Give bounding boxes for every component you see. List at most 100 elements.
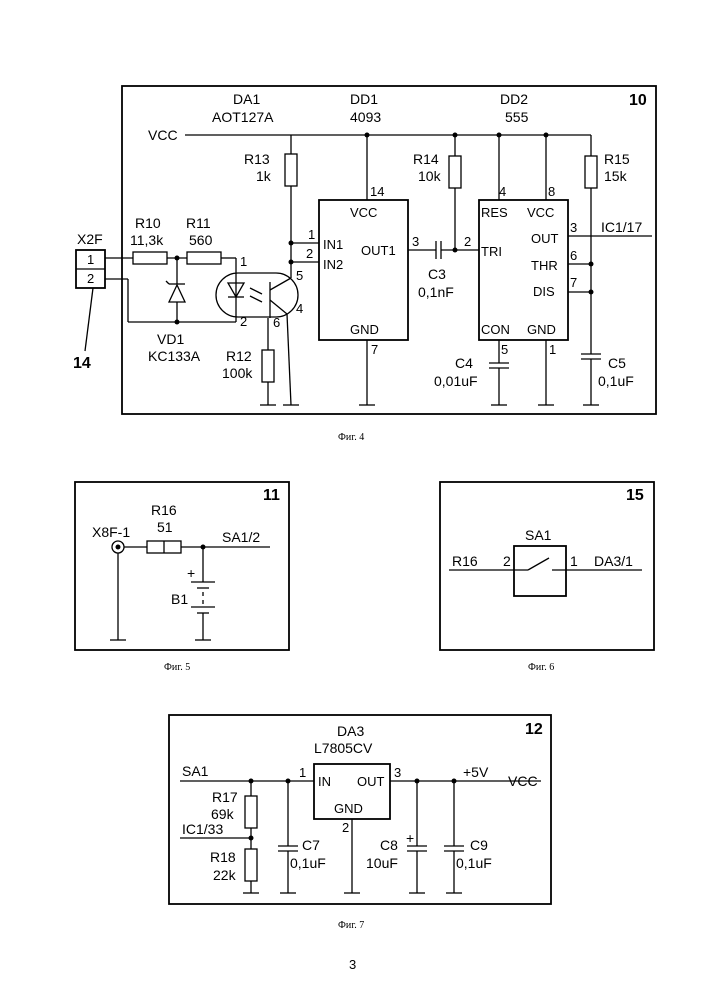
x2f-label: X2F [77,231,103,247]
c3-label: C3 [428,266,446,282]
dd1-part: 4093 [350,109,381,125]
x8f-label: X8F-1 [92,524,130,540]
dd2-thr: THR [531,258,558,273]
dd2-pin2: 2 [464,234,471,249]
output-label: IC1/17 [601,219,642,235]
c9-label: C9 [470,837,488,853]
c8-value: 10uF [366,855,398,871]
dd1-pin7: 7 [371,342,378,357]
da3-in: IN [318,774,331,789]
dd2-dis: DIS [533,284,555,299]
r11-value: 560 [189,232,213,248]
vd1-label: VD1 [157,331,184,347]
fig7-panel-number: 12 [525,721,543,738]
da1-pin4: 4 [296,301,303,316]
dd2-pin8: 8 [548,184,555,199]
fig4-caption: Фиг. 4 [338,432,364,443]
r12-resistor [262,350,274,382]
dd1-gnd: GND [350,322,379,337]
dd1-pin14: 14 [370,184,384,199]
r17-label: R17 [212,789,238,805]
dd1-out1: OUT1 [361,243,396,258]
da1-part: AOT127A [212,109,274,125]
sa-label: SA1/2 [222,529,260,545]
dd2-res: RES [481,205,508,220]
r12-value: 100k [222,365,253,381]
fig5-caption: Фиг. 5 [164,662,190,673]
r16-value: 51 [157,519,173,535]
dd2-pin1: 1 [549,342,556,357]
da3-pin1: 1 [299,765,306,780]
c4-value: 0,01uF [434,373,478,389]
fig7-caption: Фиг. 7 [338,920,364,931]
da1-body [216,273,298,317]
plus5v-label: +5V [463,764,489,780]
r18-resistor [245,849,257,881]
b1-plus: + [187,565,195,581]
dd1-pin3: 3 [412,234,419,249]
c5-value: 0,1uF [598,373,634,389]
fig7-sa1-label: SA1 [182,763,209,779]
figure-4: 10 DA1 AOT127A DD1 4093 DD2 555 VCC R13 … [73,86,656,443]
fig6-panel-number: 15 [626,487,644,504]
r10-resistor [133,252,167,264]
c7-label: C7 [302,837,320,853]
dd1-in1: IN1 [323,237,343,252]
c4-label: C4 [455,355,473,371]
da1-pin1: 1 [240,254,247,269]
dd1-name: DD1 [350,91,378,107]
fig5-panel-number: 11 [263,487,280,504]
r16-label: R16 [151,502,177,518]
b1-label: B1 [171,591,188,607]
r13-label: R13 [244,151,270,167]
figure-5: 11 X8F-1 R16 51 SA1/2 + B1 Фиг. 5 [75,482,289,673]
dd2-vcc: VCC [527,205,554,220]
dd2-part: 555 [505,109,529,125]
r14-value: 10k [418,168,442,184]
r14-label: R14 [413,151,439,167]
da3-part: L7805CV [314,740,373,756]
fig7-vcc-label: VCC [508,773,538,789]
sa1-name: SA1 [525,527,552,543]
dd1-pin2: 2 [306,246,313,261]
dd1-in2: IN2 [323,257,343,272]
fig6-pin2: 2 [503,553,511,569]
vd1-part: KC133A [148,348,201,364]
r14-resistor [449,156,461,188]
da1-pin2: 2 [240,314,247,329]
c9-value: 0,1uF [456,855,492,871]
dd2-pin5: 5 [501,342,508,357]
r18-label: R18 [210,849,236,865]
da1-pin6: 6 [273,315,280,330]
r10-value: 11,3k [130,232,164,248]
fig6-caption: Фиг. 6 [528,662,554,673]
da1-pin5: 5 [296,268,303,283]
fig6-left-label: R16 [452,553,478,569]
dd2-pin3: 3 [570,220,577,235]
da3-name: DA3 [337,723,364,739]
dd2-con: CON [481,322,510,337]
da3-pin2: 2 [342,820,349,835]
c7-value: 0,1uF [290,855,326,871]
r15-label: R15 [604,151,630,167]
da3-gnd: GND [334,801,363,816]
x2f-pin2: 2 [87,271,94,286]
figure-6: 15 SA1 R16 2 1 DA3/1 Фиг. 6 [440,482,654,673]
r17-value: 69k [211,806,235,822]
r15-resistor [585,156,597,188]
r11-label: R11 [186,215,211,231]
c8-plus: + [406,830,414,846]
dd2-pin6: 6 [570,248,577,263]
r10-label: R10 [135,215,161,231]
r12-label: R12 [226,348,252,364]
r13-resistor [285,154,297,186]
fig6-pin1: 1 [570,553,578,569]
dd1-pin1: 1 [308,227,315,242]
dd2-pin4: 4 [499,184,506,199]
da1-name: DA1 [233,91,260,107]
dd2-out: OUT [531,231,559,246]
da1-optocoupler: 1 2 5 4 6 [216,254,303,405]
dd2-gnd: GND [527,322,556,337]
fig6-right-label: DA3/1 [594,553,633,569]
